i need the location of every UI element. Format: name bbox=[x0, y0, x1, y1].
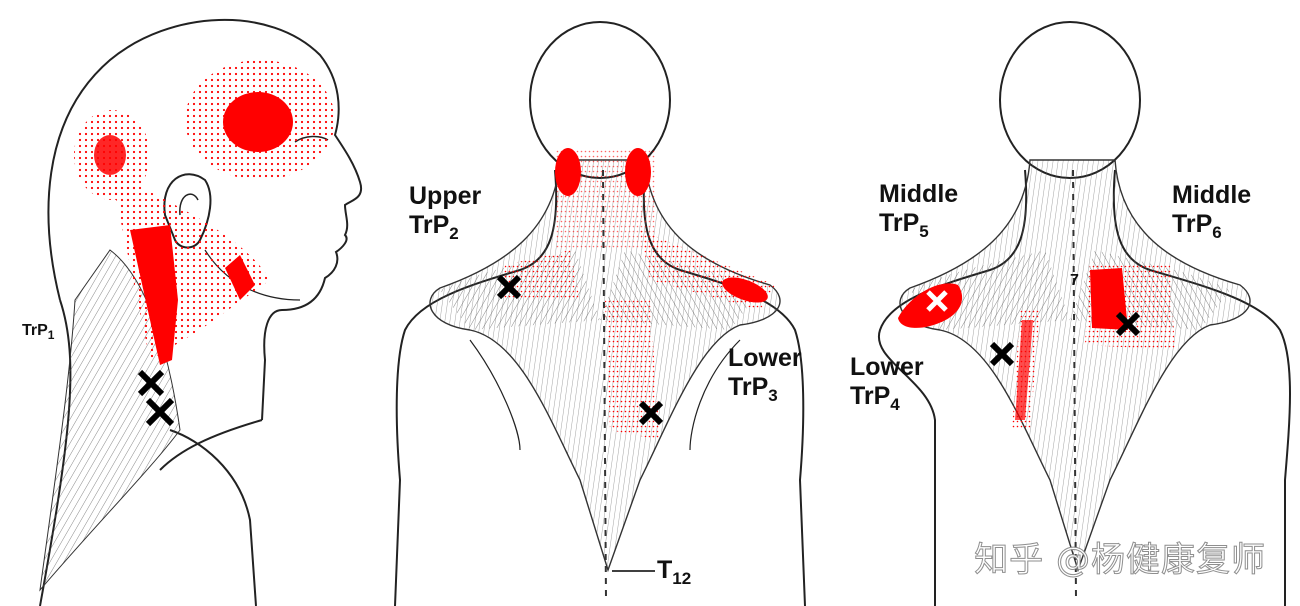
scapula-left bbox=[469, 339, 521, 451]
trigger-point-marker-2 bbox=[496, 274, 522, 300]
label-lower-trp3: Lower TrP3 bbox=[728, 344, 802, 410]
label-middle-trp5-word: Middle bbox=[879, 180, 959, 208]
referral-zone-neck-dots bbox=[555, 150, 655, 250]
trigger-point-marker-4 bbox=[989, 341, 1015, 367]
label-trp1: TrP1 bbox=[22, 322, 54, 344]
label-vertebra-7-text: 7 bbox=[1070, 272, 1079, 289]
label-middle-trp5-sub: 5 bbox=[919, 222, 929, 241]
label-t12: T12 bbox=[657, 556, 691, 593]
head-outline bbox=[999, 21, 1141, 179]
back-view-figure bbox=[394, 21, 806, 606]
label-lower-trp4-sub: 4 bbox=[890, 395, 900, 414]
label-lower-trp4: Lower TrP4 bbox=[850, 353, 924, 419]
label-middle-trp5-prefix: TrP bbox=[879, 209, 920, 237]
label-lower-trp4-word: Lower bbox=[850, 353, 924, 381]
label-upper-trp2-prefix: TrP bbox=[409, 211, 450, 239]
side-head-figure bbox=[39, 19, 363, 606]
referral-zone-upper-left-dots bbox=[500, 250, 580, 300]
label-lower-trp3-word: Lower bbox=[728, 344, 802, 372]
label-t12-prefix: T bbox=[657, 556, 673, 584]
scapula-right bbox=[689, 339, 741, 451]
label-t12-sub: 12 bbox=[672, 569, 692, 588]
trigger-point-marker-1b bbox=[145, 397, 175, 427]
label-vertebra-7: 7 bbox=[1070, 272, 1079, 290]
label-upper-trp2: Upper TrP2 bbox=[409, 182, 481, 248]
label-lower-trp4-prefix: TrP bbox=[850, 382, 891, 410]
referral-zone-paraspinal bbox=[1015, 320, 1033, 420]
label-trp1-sub: 1 bbox=[47, 328, 55, 342]
trigger-point-marker-5 bbox=[926, 290, 948, 312]
label-lower-trp3-prefix: TrP bbox=[728, 373, 769, 401]
label-middle-trp6: Middle TrP6 bbox=[1172, 181, 1251, 247]
trigger-point-marker-3 bbox=[638, 400, 664, 426]
referral-zone-jaw bbox=[225, 255, 255, 300]
label-middle-trp5: Middle TrP5 bbox=[879, 180, 958, 246]
label-upper-trp2-sub: 2 bbox=[449, 224, 459, 243]
label-middle-trp6-sub: 6 bbox=[1212, 223, 1222, 242]
label-middle-trp6-word: Middle bbox=[1172, 181, 1252, 209]
label-lower-trp3-sub: 3 bbox=[768, 386, 778, 405]
referral-zone-shoulder bbox=[722, 277, 768, 303]
trigger-point-marker-6 bbox=[1115, 311, 1141, 337]
referral-zone-temple bbox=[223, 92, 293, 152]
shoulder-outline bbox=[169, 429, 257, 606]
referral-zone-occiput bbox=[94, 135, 126, 175]
label-middle-trp6-prefix: TrP bbox=[1172, 210, 1213, 238]
collar-outline bbox=[159, 419, 263, 471]
label-trp1-prefix: TrP bbox=[22, 322, 48, 339]
back-view-figure-right bbox=[877, 21, 1291, 606]
referral-zone-neck bbox=[130, 225, 178, 365]
trigger-point-marker-1a bbox=[137, 369, 165, 397]
watermark: 知乎 @杨健康复师 bbox=[974, 540, 1266, 581]
label-upper-trp2-word: Upper bbox=[409, 182, 482, 210]
